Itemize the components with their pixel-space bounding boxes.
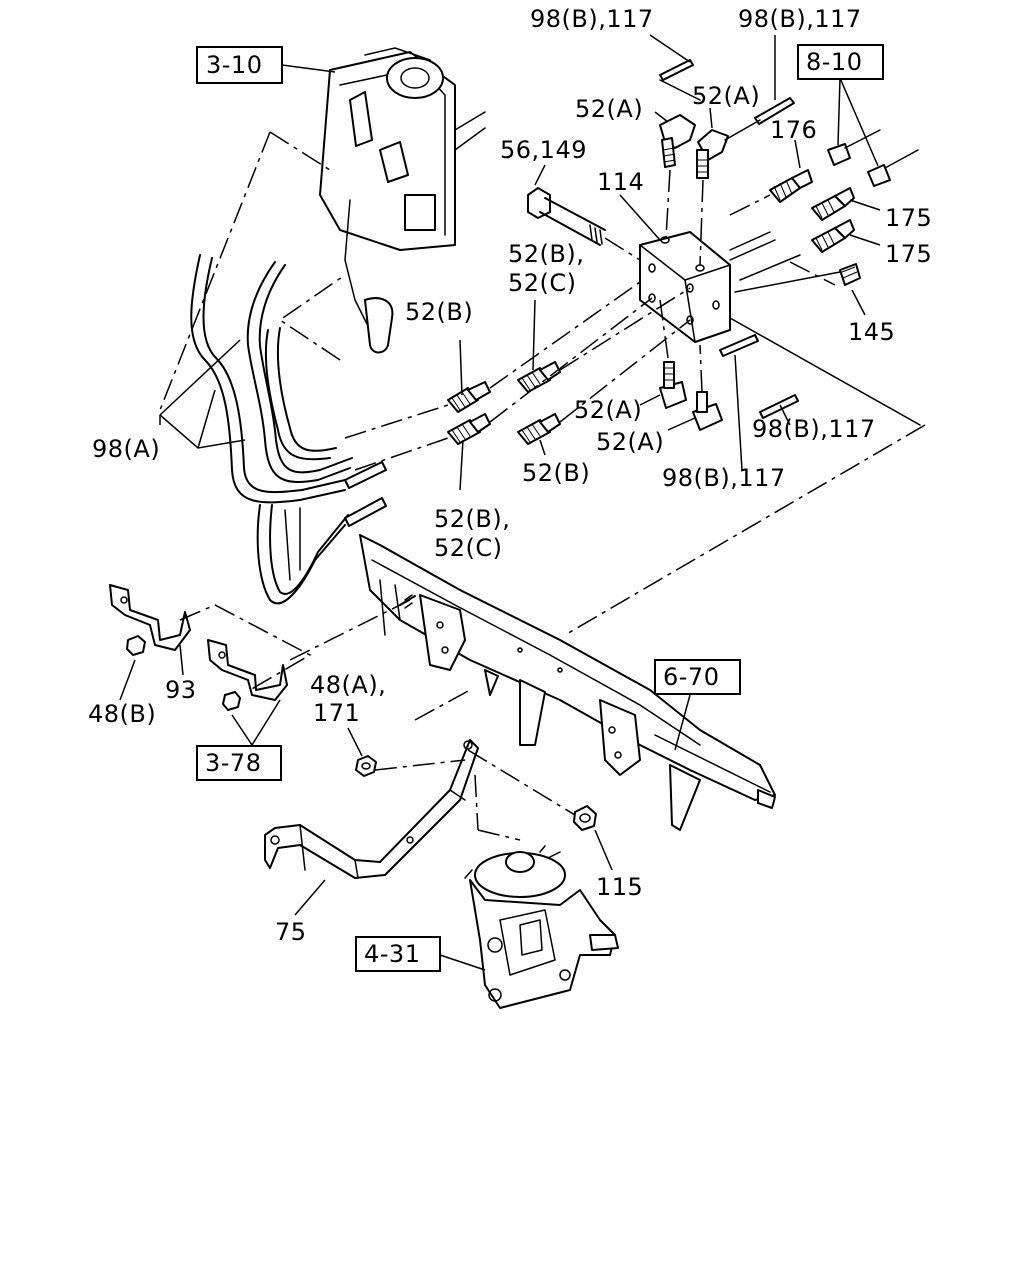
nut-3-78	[222, 691, 241, 711]
nut-48a-171	[355, 755, 377, 777]
label-52a-top-left: 52(A)	[575, 95, 643, 123]
fitting-52a-top-left	[659, 114, 696, 168]
steering-gear-4-31	[464, 845, 619, 1009]
ref-box-6-70[interactable]: 6-70	[654, 659, 741, 695]
label-75: 75	[275, 918, 307, 946]
ref-box-3-78[interactable]: 3-78	[196, 745, 282, 781]
ref-8-10-label: 8-10	[806, 48, 862, 76]
label-52a-lower-1: 52(A)	[574, 396, 642, 424]
ref-box-4-31[interactable]: 4-31	[355, 936, 441, 972]
leader-98a-b	[159, 339, 241, 416]
label-52bc-top-line1: 52(B),	[508, 240, 584, 268]
label-115: 115	[596, 873, 643, 901]
fitting-52bc-lower	[447, 413, 491, 445]
brake-pipes-98a	[190, 254, 387, 605]
bracket-93	[109, 584, 191, 651]
master-cylinder-assembly	[319, 47, 486, 354]
label-52bc-top-line2: 52(C)	[508, 269, 577, 297]
label-93: 93	[165, 676, 197, 704]
ref-box-8-10[interactable]: 8-10	[797, 44, 884, 80]
junction-block-114	[639, 231, 731, 343]
fitting-52bc-upper	[517, 361, 561, 393]
bracket-3-78	[207, 639, 288, 701]
fitting-52a-top-right	[696, 129, 729, 179]
label-98b-117-lower: 98(B),117	[662, 464, 786, 492]
nut-48b	[126, 635, 146, 656]
label-114: 114	[597, 168, 644, 196]
sensor-175-b	[811, 219, 855, 253]
label-52b-upper: 52(B)	[405, 298, 473, 326]
fitting-52b-lower	[517, 413, 561, 445]
bolt-56-149	[527, 187, 606, 246]
sensor-175-a	[811, 187, 855, 221]
ref-4-31-label: 4-31	[364, 940, 420, 968]
ref-box-3-10[interactable]: 3-10	[196, 46, 283, 84]
label-98b-117-top-right: 98(B),117	[738, 5, 862, 33]
sensor-176	[769, 169, 813, 203]
pipes-98b-top	[649, 34, 795, 141]
label-175-a: 175	[885, 204, 932, 232]
label-48a-171-line2: 171	[313, 699, 360, 727]
bracket-75	[264, 739, 479, 879]
leader-98a-c	[197, 389, 216, 449]
label-48b: 48(B)	[88, 700, 156, 728]
label-48a-171-line1: 48(A),	[310, 671, 386, 699]
label-98b-117-mid: 98(B),117	[752, 415, 876, 443]
fitting-52a-lower-1	[659, 361, 687, 409]
label-52b-lower: 52(B)	[522, 459, 590, 487]
ref-6-70-label: 6-70	[663, 663, 719, 691]
label-52bc-bottom-line1: 52(B),	[434, 505, 510, 533]
ref-3-78-label: 3-78	[205, 749, 261, 777]
label-98b-117-top-left: 98(B),117	[530, 5, 654, 33]
crossmember-6-70	[359, 534, 776, 831]
plug-145	[839, 263, 861, 286]
nut-115	[573, 805, 597, 831]
connectors-8-10	[827, 77, 919, 187]
label-52bc-bottom-line2: 52(C)	[434, 534, 503, 562]
fitting-52b-upper	[447, 381, 491, 413]
label-145: 145	[848, 318, 895, 346]
label-175-b: 175	[885, 240, 932, 268]
label-52a-lower-2: 52(A)	[596, 428, 664, 456]
pipes-98b-lower	[719, 334, 799, 419]
ref-3-10-label: 3-10	[206, 51, 262, 79]
label-52a-top-right: 52(A)	[692, 82, 760, 110]
label-56-149: 56,149	[500, 136, 587, 164]
label-98a: 98(A)	[92, 435, 160, 463]
fitting-52a-lower-2	[692, 391, 723, 431]
label-176: 176	[770, 116, 817, 144]
